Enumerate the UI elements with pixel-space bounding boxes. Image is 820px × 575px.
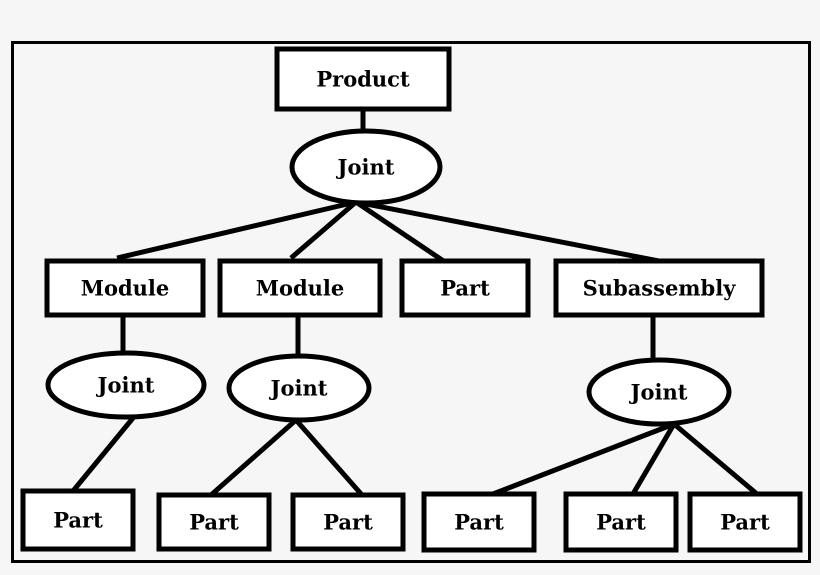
joint-ellipse <box>586 357 732 427</box>
node-joint-subassembly: Joint <box>586 357 732 427</box>
node-box <box>274 46 452 112</box>
node-part-1: Part <box>20 488 136 552</box>
edge-joint-top-to-module-2 <box>289 200 358 260</box>
node-box <box>553 258 765 318</box>
edge-joint-subassembly-to-part-4 <box>492 421 675 497</box>
node-part-4: Part <box>421 491 537 553</box>
node-part-top: Part <box>399 258 531 318</box>
joint-ellipse <box>289 128 443 206</box>
node-label: Joint <box>629 380 688 405</box>
node-box <box>421 491 537 553</box>
node-label: Part <box>189 510 239 535</box>
node-label: Product <box>316 67 410 92</box>
node-part-3: Part <box>290 492 406 552</box>
edge-joint-top-to-part-top <box>354 199 447 265</box>
edge-joint-top-to-subassembly <box>355 199 665 265</box>
node-label: Joint <box>96 373 155 398</box>
node-module-2: Module <box>217 258 383 318</box>
node-box <box>399 258 531 318</box>
node-label: Part <box>53 508 103 533</box>
edge-joint-subassembly-to-part-6 <box>672 422 759 496</box>
node-joint-module-2: Joint <box>226 353 372 423</box>
edges-layer <box>71 109 759 497</box>
node-product: Product <box>274 46 452 112</box>
node-part-2: Part <box>156 492 272 552</box>
node-label: Module <box>81 276 170 301</box>
node-label: Module <box>256 276 345 301</box>
node-part-5: Part <box>563 491 679 553</box>
node-box <box>44 258 206 318</box>
node-joint-top: Joint <box>289 128 443 206</box>
edge-joint-top-to-module-1 <box>116 199 357 261</box>
node-box <box>217 258 383 318</box>
node-module-1: Module <box>44 258 206 318</box>
node-box <box>156 492 272 552</box>
node-part-6: Part <box>687 491 803 553</box>
edge-joint-module-2-to-part-2 <box>209 418 298 497</box>
node-joint-module-1: Joint <box>45 350 207 420</box>
node-subassembly: Subassembly <box>553 258 765 318</box>
node-box <box>290 492 406 552</box>
node-label: Part <box>454 510 504 535</box>
joint-ellipse <box>226 353 372 423</box>
node-label: Subassembly <box>583 276 737 301</box>
edge-joint-module-1-to-part-1 <box>71 416 135 493</box>
node-label: Part <box>720 510 770 535</box>
node-box <box>687 491 803 553</box>
node-label: Part <box>440 276 490 301</box>
node-label: Joint <box>269 376 328 401</box>
edge-joint-module-2-to-part-3 <box>294 418 364 497</box>
node-label: Part <box>596 510 646 535</box>
joint-ellipse <box>45 350 207 420</box>
node-label: Joint <box>336 155 395 180</box>
node-label: Part <box>323 510 373 535</box>
edge-joint-subassembly-to-part-5 <box>630 422 677 496</box>
node-box <box>20 488 136 552</box>
node-box <box>563 491 679 553</box>
